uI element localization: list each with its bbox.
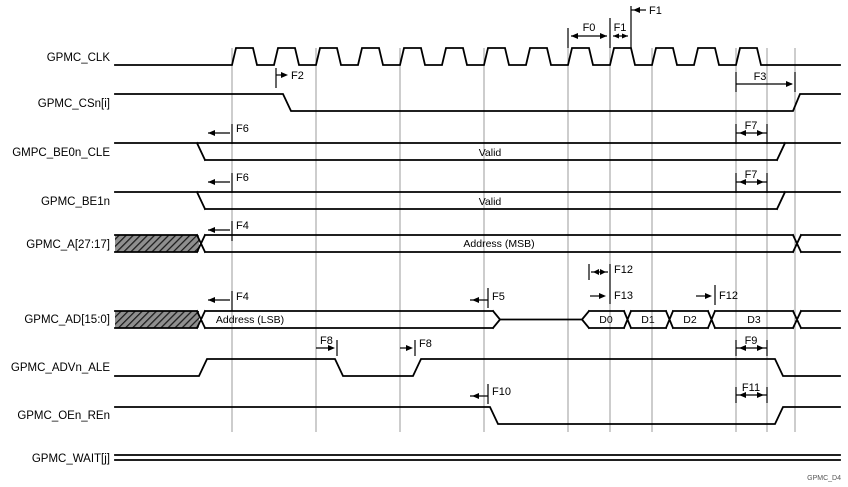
annotation-f1: F1	[613, 6, 632, 48]
annotation-f13: F13	[590, 290, 633, 302]
be1-valid-label: Valid	[479, 196, 502, 208]
signal-label-a: GPMC_A[27:17]	[26, 239, 110, 251]
annotation-f12-d0-label: F12	[614, 264, 633, 276]
annotation-f12-d3: F12	[696, 285, 738, 305]
row-gpmc-be1n: GPMC_BE1n Valid	[41, 190, 841, 211]
a-waveform	[114, 233, 841, 254]
signal-label-adv: GPMC_ADVn_ALE	[11, 362, 110, 374]
annotation-f1-top-label: F1	[649, 5, 662, 17]
annotation-f5: F5	[470, 288, 505, 308]
a-dontcare-hatch	[115, 235, 199, 252]
be0-waveform	[114, 141, 841, 162]
ad-dontcare-hatch	[115, 311, 199, 328]
annotation-f1-top: F1	[631, 5, 662, 17]
oen-waveform	[114, 406, 841, 425]
signal-label-ad: GPMC_AD[15:0]	[24, 314, 110, 326]
annotation-f7-be1: F7	[735, 169, 768, 193]
signal-label-be0: GMPC_BE0n_CLE	[12, 147, 110, 159]
annotation-f8-fall-label: F8	[320, 335, 333, 347]
ad-value-label: Address (LSB)	[216, 314, 284, 326]
annotation-f8-fall: F8	[316, 335, 338, 356]
reference-gridlines	[231, 48, 796, 432]
annotation-f6-be1: F6	[208, 172, 249, 193]
ad-d0-label: D0	[599, 314, 613, 326]
row-gmpc-be0n-cle: GMPC_BE0n_CLE Valid	[12, 141, 841, 162]
annotation-f11: F11	[735, 382, 768, 403]
row-gpmc-csn: GPMC_CSn[i]	[38, 93, 841, 112]
annotation-f12-d0: F12	[588, 264, 633, 304]
annotation-f0: F0	[567, 18, 611, 48]
row-gpmc-oen-ren: GPMC_OEn_REn	[17, 406, 841, 425]
signal-label-oen: GPMC_OEn_REn	[17, 410, 110, 422]
annotation-f4-ad-label: F4	[236, 291, 249, 303]
annotation-f5-label: F5	[492, 291, 505, 303]
a-value-label: Address (MSB)	[463, 238, 534, 250]
csn-waveform	[114, 93, 841, 112]
annotation-f8-rise: F8	[400, 338, 432, 356]
annotation-f6-be1-label: F6	[236, 172, 249, 184]
annotation-f2: F2	[275, 68, 304, 88]
signal-label-be1: GPMC_BE1n	[41, 196, 110, 208]
figure-watermark: GPMC_D4	[807, 475, 841, 482]
adv-waveform	[114, 358, 841, 377]
annotation-f2-label: F2	[291, 70, 304, 82]
annotation-f7-be1-label: F7	[745, 169, 758, 181]
annotation-f12-d3-label: F12	[719, 290, 738, 302]
annotation-f9-label: F9	[745, 335, 758, 347]
row-gpmc-ad: GPMC_AD[15:0] Address (LSB) D0 D1 D2 D3	[24, 309, 841, 330]
be0-valid-label: Valid	[479, 147, 502, 159]
annotation-f3: F3	[735, 71, 796, 92]
annotation-f7-be0-label: F7	[745, 120, 758, 132]
ad-d3-label: D3	[747, 314, 761, 326]
annotation-f11-label: F11	[742, 382, 760, 394]
row-gpmc-advn-ale: GPMC_ADVn_ALE	[11, 358, 841, 377]
row-gpmc-wait: GPMC_WAIT[j]	[32, 453, 841, 465]
be1-waveform	[114, 190, 841, 211]
annotation-f10: F10	[470, 384, 511, 404]
annotation-f9: F9	[735, 335, 768, 356]
annotation-f3-label: F3	[754, 71, 767, 83]
annotation-f6-be0-label: F6	[236, 123, 249, 135]
annotation-f4-a: F4	[208, 220, 249, 241]
annotation-f4-a-label: F4	[236, 220, 249, 232]
wait-waveform	[114, 454, 841, 461]
annotation-f0-label: F0	[583, 22, 596, 34]
row-gpmc-clk: GPMC_CLK	[47, 47, 841, 66]
annotation-f13-label: F13	[614, 290, 633, 302]
ad-d2-label: D2	[683, 314, 697, 326]
signal-label-csn: GPMC_CSn[i]	[38, 98, 110, 110]
annotation-f4-ad: F4	[208, 291, 249, 311]
annotation-f10-label: F10	[492, 386, 511, 398]
ad-waveform	[114, 309, 841, 330]
annotation-f8-rise-label: F8	[419, 338, 432, 350]
row-gpmc-a: GPMC_A[27:17] Address (MSB)	[26, 233, 841, 254]
annotation-f1-label: F1	[614, 22, 627, 34]
signal-label-wait: GPMC_WAIT[j]	[32, 453, 110, 465]
ad-d1-label: D1	[641, 314, 655, 326]
annotation-f6-be0: F6	[208, 123, 249, 144]
annotation-f7-be0: F7	[735, 120, 768, 144]
clk-waveform	[114, 47, 841, 66]
signal-label-clk: GPMC_CLK	[47, 52, 111, 64]
